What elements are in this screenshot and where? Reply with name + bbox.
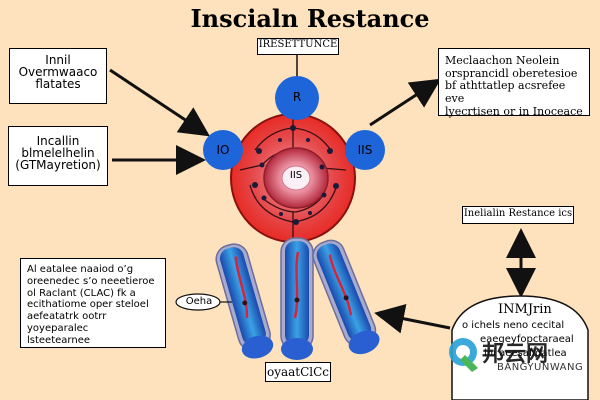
left-bottom-line-2: oreenedec s’o neeetieroe bbox=[27, 275, 155, 287]
nucleus-shape bbox=[281, 165, 311, 191]
left-mid-line-2: blmelelhelin bbox=[21, 146, 95, 160]
right-mid-box: Inelialin Restance ics bbox=[462, 206, 574, 224]
left-top-box: Innil Overmwaaco flatates bbox=[9, 48, 107, 104]
finger-group bbox=[215, 237, 380, 360]
left-top-line-1: Innil bbox=[45, 53, 71, 67]
right-bottom-arch bbox=[451, 295, 589, 400]
right-bottom-line-1: o ichels neno cecital bbox=[462, 320, 565, 331]
left-bottom-line-6: lsteetearnee bbox=[27, 334, 90, 346]
left-bottom-line-1: Al eatalee naaiod o’g bbox=[27, 264, 134, 275]
watermark-latin: BANGYUNWANG bbox=[497, 362, 584, 373]
left-bottom-line-3: ol Raclant (CLAC) fk a bbox=[27, 287, 136, 299]
bottom-label-box: oyaatClCc bbox=[265, 362, 331, 382]
circle-top-label: R bbox=[292, 90, 302, 104]
circle-top-shape bbox=[275, 76, 319, 120]
arrow-left-top bbox=[109, 68, 211, 137]
left-mid-line-3: (GTMayretion) bbox=[15, 158, 101, 172]
watermark-logo-shape bbox=[449, 338, 478, 372]
right-bottom-heading: INMJrin bbox=[498, 302, 552, 317]
left-top-line-3: flatates bbox=[35, 77, 81, 91]
top-label-text: IRESETTUNCE bbox=[258, 39, 338, 50]
arrow-to-fingers bbox=[374, 303, 451, 334]
right-top-line-3: bf athttatlep acsrefee eve bbox=[445, 79, 566, 105]
right-bottom-line-2: eaegeyfopctaraeal bbox=[480, 334, 574, 345]
circle-left-label: IO bbox=[216, 143, 230, 157]
cell-dots bbox=[252, 125, 339, 225]
watermark-cjk: 邦云网 bbox=[482, 342, 549, 367]
right-top-line-4: lyecrtisen or in Inoceace bbox=[445, 104, 583, 118]
diagram-title: Inscialn Restance bbox=[190, 4, 430, 33]
left-top-line-2: Overmwaaco bbox=[18, 65, 98, 79]
arrow-right-top bbox=[369, 78, 442, 127]
left-bottom-line-5: aefeatatrk ootrr yoyeparalec bbox=[27, 311, 107, 334]
left-bottom-box: Al eatalee naaiod o’g oreenedec s’o neee… bbox=[20, 258, 166, 348]
left-mid-box: Incallin blmelelhelin (GTMayretion) bbox=[8, 126, 108, 186]
right-top-line-2: orsprancidl oberetesioe bbox=[445, 66, 578, 80]
left-bottom-line-4: ecithatiome oper steloel bbox=[27, 299, 149, 311]
top-label-box: IRESETTUNCE bbox=[257, 38, 339, 55]
right-bottom-line-3: ini aeesafidatlea bbox=[484, 348, 567, 359]
right-top-box: Meclaachon Neolein orsprancidl oberetesi… bbox=[438, 48, 590, 118]
right-top-line-1: Meclaachon Neolein bbox=[445, 54, 560, 67]
small-bubble-label: Oeha bbox=[185, 296, 213, 307]
circle-left-shape bbox=[203, 130, 243, 170]
right-mid-label: Inelialin Restance ics bbox=[463, 208, 573, 219]
bottom-label-text: oyaatClCc bbox=[266, 365, 330, 379]
left-mid-line-1: Incallin bbox=[36, 134, 80, 148]
circle-center-label: IIS bbox=[289, 170, 303, 181]
circle-right-label: IIS bbox=[357, 143, 373, 157]
circle-right-shape bbox=[345, 130, 385, 170]
